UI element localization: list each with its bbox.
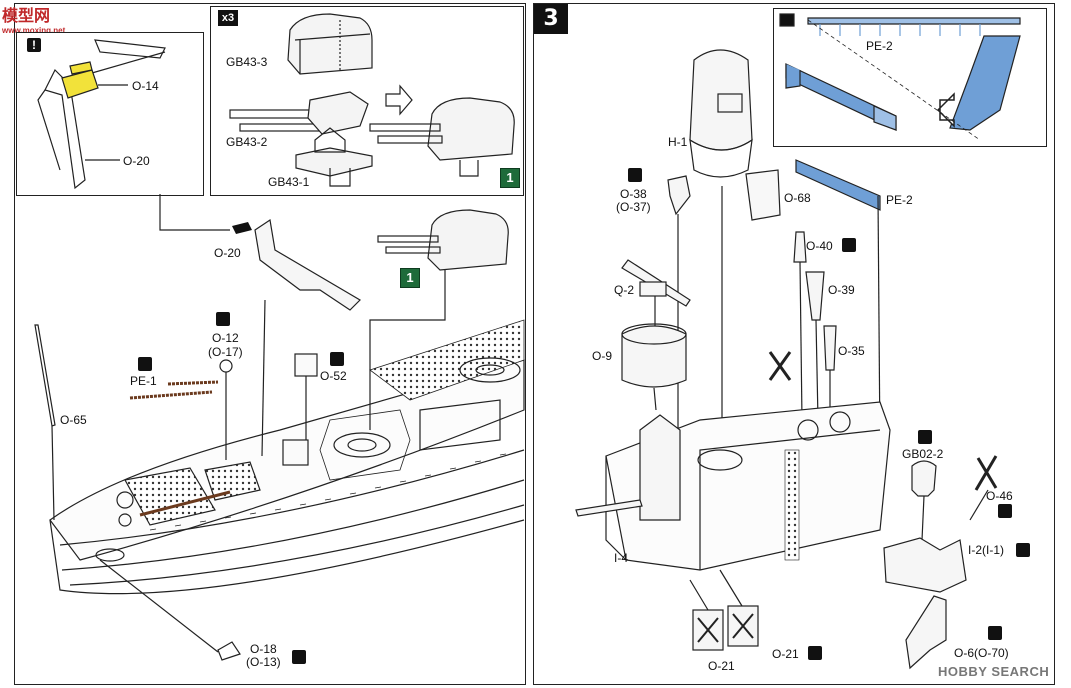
label-o21-left: O-21 [708,659,735,673]
part-o21-right [727,605,759,647]
label-gb02-2: GB02-2 [902,447,944,461]
part-o9 [621,325,687,388]
multiplier-badge: x3 [218,10,238,26]
turret-gb43-3 [287,13,373,75]
label-gb43-3: GB43-3 [226,55,268,69]
cement-icon [842,238,856,252]
turret-arrow-icon [385,84,413,116]
part-o52 [294,353,318,377]
step-number: 3 [534,4,568,34]
label-o52: O-52 [320,369,347,383]
label-i4: I-4 [614,551,629,565]
mast-o65 [34,324,56,427]
label-o6: O-6(O-70) [954,646,1009,660]
turret-assembled [369,97,515,177]
label-o12-alt: (O-17) [208,345,243,359]
part-o18 [217,641,241,661]
label-pe2: PE-2 [886,193,913,207]
label-gb43-1: GB43-1 [268,175,310,189]
green-badge-inset: 1 [500,168,520,188]
green-badge-main: 1 [400,268,420,288]
label-o21-right: O-21 [772,647,799,661]
funnel-h1 [689,49,753,450]
label-o38-alt: (O-37) [616,200,651,214]
part-o21-left [692,609,724,651]
watermark-line2: www.moxing.net [2,26,66,35]
part-o38 [667,175,691,216]
label-o12: O-12 [212,331,239,345]
label-q2: Q-2 [614,283,635,297]
pe2-inset-drawing [785,17,1021,141]
label-o18-alt: (O-13) [246,655,281,669]
superstructure-i4 [575,401,891,571]
cement-icon [292,650,306,664]
label-o68: O-68 [784,191,811,205]
warning-icon: ! [27,38,41,52]
part-cross [768,351,792,381]
label-o14: O-14 [132,79,159,93]
cement-icon [808,646,822,660]
hand-pointer-icon [232,222,252,234]
label-h1: H-1 [668,135,688,149]
label-pe1: PE-1 [130,374,157,388]
cement-icon [998,504,1012,518]
cement-icon [628,168,642,182]
pe2-inset-icon [779,13,795,27]
label-i2: I-2(I-1) [968,543,1004,557]
label-o9: O-9 [592,349,613,363]
cement-icon [138,357,152,371]
label-o20-inset: O-20 [123,154,150,168]
part-o46 [974,455,998,491]
part-o40 [793,231,807,263]
part-o6 [905,595,947,670]
watermark-top: 模型网 www.moxing.net [2,2,74,35]
part-o12 [219,359,233,373]
main-turret [427,209,509,271]
main-part-o20 [254,218,361,311]
yellow-part-o14 [61,61,99,99]
watermark-line1: 模型网 [2,6,51,25]
watermark-bottom: HOBBY SEARCH [938,664,1050,679]
cement-icon [216,312,230,326]
label-o46: O-46 [986,489,1013,503]
cement-icon [918,430,932,444]
part-i2 [883,537,967,593]
part-o39 [805,271,825,321]
label-o18: O-18 [250,642,277,656]
label-pe2-inset: PE-2 [866,39,893,53]
pe1-chain [167,380,219,386]
label-o20-main: O-20 [214,246,241,260]
label-o40: O-40 [806,239,833,253]
label-o38: O-38 [620,187,647,201]
label-gb43-2: GB43-2 [226,135,268,149]
cement-icon [988,626,1002,640]
label-o39: O-39 [828,283,855,297]
part-o35 [823,325,837,371]
inset-warning-panel [16,32,204,196]
cement-icon [1016,543,1030,557]
label-o35: O-35 [838,344,865,358]
label-o65: O-65 [60,413,87,427]
turret-gb43-1 [295,127,373,187]
part-gb02-2 [911,460,937,497]
turret-gb43-2 [229,91,369,135]
cement-icon [330,352,344,366]
part-o68 [745,169,781,221]
part-pe2-strip [795,159,881,211]
